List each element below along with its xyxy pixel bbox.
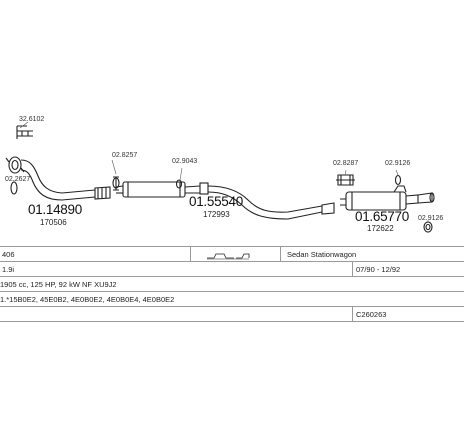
model-value: 406 (2, 250, 15, 259)
part-ref-172993: 172993 (203, 210, 230, 219)
flange-front (5, 156, 25, 174)
vehicle-silhouette-icon (207, 253, 250, 260)
part-code-02-8287: 02.8287 (333, 160, 359, 167)
body-type-value: Sedan Stationwagon (287, 250, 357, 259)
info-table-bottom-border (0, 321, 464, 323)
gasket-part-02-9126-upper (394, 174, 402, 186)
clamp-part-02-8287 (336, 174, 355, 186)
bracket-part-32-6102 (16, 125, 33, 139)
info-row-specs: 1905 cc, 125 HP, 92 kW NF XU9J2 (0, 276, 464, 292)
exhaust-diagram: 32.6102 02.2627 01.14890 170506 02.8257 … (5, 116, 444, 233)
part-code-02-9126-upper: 02.9126 (385, 160, 411, 167)
part-ref-172622: 172622 (367, 224, 394, 233)
specs-value: 1905 cc, 125 HP, 92 kW NF XU9J2 (0, 280, 117, 289)
info-row-catalog: C260263 (0, 306, 464, 322)
part-code-01-14890: 01.14890 (28, 202, 82, 217)
exhaust-system-drawing (5, 121, 435, 233)
engine-codes-value: 1.*15B0E2, 45E0B2, 4E0B0E2, 4E0B0E4, 4E0… (0, 295, 175, 304)
part-ref-170506: 170506 (40, 218, 67, 227)
info-row-engine-codes: 1.*15B0E2, 45E0B2, 4E0B0E2, 4E0B0E4, 4E0… (0, 291, 464, 307)
catalog-code-value: C260263 (356, 310, 387, 319)
years-value: 07/90 - 12/92 (356, 265, 401, 274)
middle-silencer-01-55540 (115, 181, 335, 220)
part-code-02-9043: 02.9043 (172, 158, 198, 165)
leader-lines (13, 121, 429, 222)
engine-value: 1.9i (2, 265, 15, 274)
part-code-02-8257: 02.8257 (112, 152, 138, 159)
part-code-01-55540: 01.55540 (189, 194, 243, 209)
info-row-model: 406 Sedan Stationwagon (0, 246, 464, 262)
part-code-01-65770: 01.65770 (355, 209, 409, 224)
coupling-part-02-9043 (175, 179, 183, 189)
info-row-engine: 1.9i 07/90 - 12/92 (0, 261, 464, 277)
front-pipe-01-14890 (20, 159, 111, 201)
part-code-02-9126-lower: 02.9126 (418, 215, 444, 222)
gasket-part-02-2627 (10, 181, 18, 195)
part-code-02-2627: 02.2627 (5, 176, 31, 183)
gasket-part-02-9126-lower (423, 221, 433, 233)
clamp-part-02-8257 (112, 176, 120, 191)
rear-silencer-01-65770 (340, 185, 435, 211)
part-code-32-6102: 32.6102 (19, 116, 45, 123)
